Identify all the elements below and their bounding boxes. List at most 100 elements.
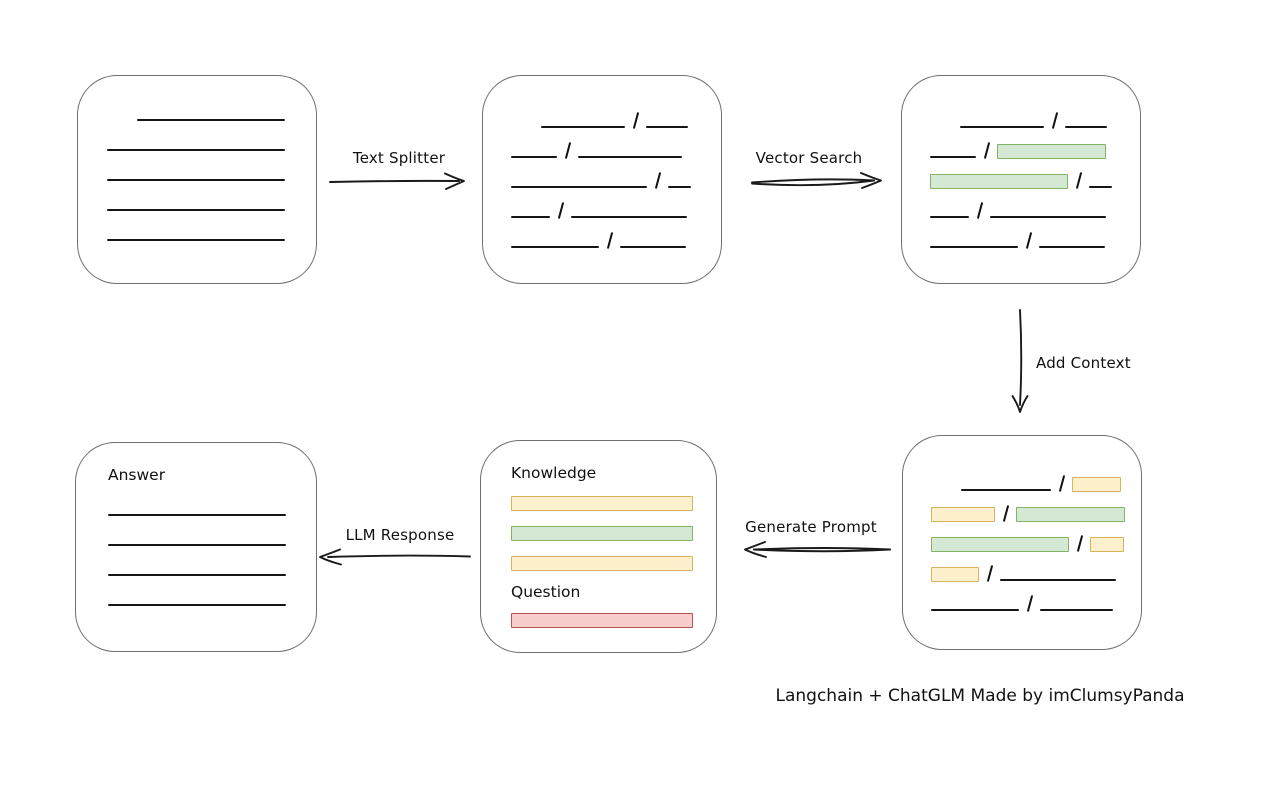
yellow-highlight-chip xyxy=(931,507,995,522)
text-line xyxy=(1000,578,1116,581)
text-line xyxy=(108,543,286,546)
text-row xyxy=(930,172,1140,189)
knowledge-label: Knowledge xyxy=(511,464,597,482)
text-line xyxy=(1039,245,1105,248)
text-row xyxy=(931,595,1141,612)
text-row xyxy=(107,135,316,152)
text-row xyxy=(930,232,1140,249)
llm-response-arrow xyxy=(319,548,471,566)
green-highlight-chip xyxy=(930,174,1068,189)
text-line xyxy=(107,178,285,181)
slash-separator xyxy=(983,142,990,159)
slash-separator xyxy=(1002,505,1009,522)
text-row xyxy=(511,112,721,129)
text-line xyxy=(1065,125,1107,128)
vector-search-arrow-label: Vector Search xyxy=(755,149,863,167)
text-line xyxy=(571,215,687,218)
text-line xyxy=(541,125,625,128)
slash-separator xyxy=(1025,232,1032,249)
question-label: Question xyxy=(511,583,581,601)
text-row xyxy=(108,500,316,517)
text-line xyxy=(511,245,599,248)
yellow-highlight-chip xyxy=(1090,537,1124,552)
question-bar xyxy=(511,611,716,628)
text-line xyxy=(931,608,1019,611)
vector-search-arrow xyxy=(751,172,882,189)
slash-separator xyxy=(632,112,639,129)
text-line xyxy=(930,215,969,218)
red-highlight-chip xyxy=(511,613,693,628)
slash-separator xyxy=(1026,595,1033,612)
answer-label: Answer xyxy=(108,466,166,484)
slash-separator xyxy=(1051,112,1058,129)
text-row xyxy=(930,202,1140,219)
vector-search-result-box xyxy=(901,75,1141,284)
diagram-caption: Langchain + ChatGLM Made by imClumsyPand… xyxy=(775,686,1185,706)
slash-separator xyxy=(1076,535,1083,552)
slash-separator xyxy=(654,172,661,189)
slash-separator xyxy=(564,142,571,159)
text-row xyxy=(931,535,1141,552)
slash-separator xyxy=(986,565,993,582)
text-row xyxy=(930,112,1140,129)
context-chunks-box xyxy=(902,435,1142,650)
text-row xyxy=(107,165,316,182)
vector-result-lines xyxy=(902,76,1140,249)
llm-response-arrow-label: LLM Response xyxy=(345,526,455,544)
text-line xyxy=(511,215,550,218)
add-context-arrow-label: Add Context xyxy=(1036,354,1131,372)
text-line xyxy=(137,118,285,121)
text-line xyxy=(1089,185,1112,188)
slash-separator xyxy=(976,202,983,219)
add-context-arrow xyxy=(1011,309,1029,413)
text-row xyxy=(107,225,316,242)
text-line xyxy=(646,125,688,128)
slash-separator xyxy=(1075,172,1082,189)
generate-prompt-arrow xyxy=(744,541,891,558)
text-row xyxy=(931,475,1141,492)
slash-separator xyxy=(1058,475,1065,492)
split-text-box xyxy=(482,75,722,284)
prompt-box: Knowledge Question xyxy=(480,440,717,653)
text-row xyxy=(511,524,716,541)
slash-separator xyxy=(557,202,564,219)
slash-separator xyxy=(606,232,613,249)
text-line xyxy=(668,185,691,188)
text-row xyxy=(108,530,316,547)
text-line xyxy=(930,245,1018,248)
text-row xyxy=(511,494,716,511)
text-line xyxy=(620,245,686,248)
text-line xyxy=(108,513,286,516)
text-row xyxy=(511,142,721,159)
context-lines xyxy=(903,436,1141,612)
text-splitter-arrow xyxy=(329,172,465,190)
text-row xyxy=(511,172,721,189)
text-line xyxy=(578,155,682,158)
text-row xyxy=(511,554,716,571)
text-line xyxy=(961,488,1051,491)
green-highlight-chip xyxy=(931,537,1069,552)
text-row xyxy=(511,202,721,219)
text-line xyxy=(930,155,976,158)
text-row xyxy=(108,560,316,577)
source-document-box xyxy=(77,75,317,284)
split-text-lines xyxy=(483,76,721,249)
text-line xyxy=(511,155,557,158)
text-splitter-arrow-label: Text Splitter xyxy=(352,149,446,167)
text-line xyxy=(960,125,1044,128)
yellow-highlight-chip xyxy=(931,567,979,582)
text-line xyxy=(1040,608,1113,611)
knowledge-bars xyxy=(511,494,716,571)
yellow-highlight-chip xyxy=(511,496,693,511)
answer-box: Answer xyxy=(75,442,317,652)
text-row xyxy=(931,565,1141,582)
text-line xyxy=(107,208,285,211)
answer-lines xyxy=(108,500,316,607)
text-row xyxy=(511,232,721,249)
text-line xyxy=(990,215,1106,218)
text-line xyxy=(511,185,647,188)
text-row xyxy=(107,195,316,212)
text-row xyxy=(511,611,716,628)
document-text-lines xyxy=(78,76,316,242)
